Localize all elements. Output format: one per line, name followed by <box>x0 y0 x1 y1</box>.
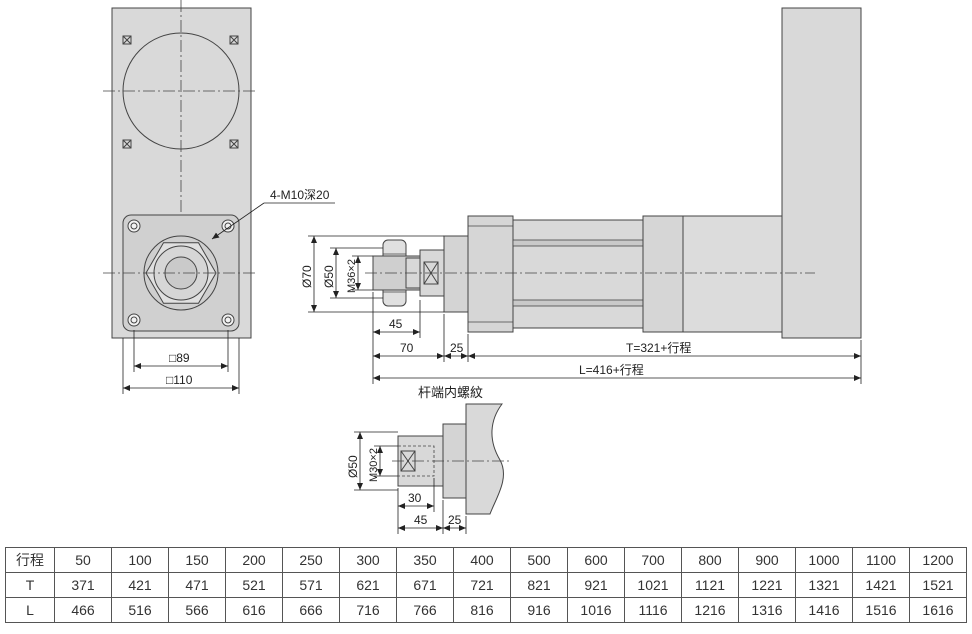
table-cell: 200 <box>225 547 283 573</box>
table-cell: 700 <box>624 547 682 573</box>
table-cell: 1416 <box>795 597 853 623</box>
table-cell: 766 <box>396 597 454 623</box>
table-cell: 1221 <box>738 572 796 598</box>
table-cell: 421 <box>111 572 169 598</box>
dim-m30-detail <box>374 445 398 477</box>
dim-square-110 <box>122 338 240 394</box>
table-cell: 516 <box>111 597 169 623</box>
dim-dia50-label: Ø50 <box>322 265 336 288</box>
dim-45-top-label: 45 <box>389 317 403 331</box>
cylinder-tube <box>512 219 644 329</box>
dim-dia-70 <box>308 235 444 313</box>
table-cell: 621 <box>339 572 397 598</box>
table-cell: 400 <box>453 547 511 573</box>
dim-m30-label: M30×2 <box>368 448 380 482</box>
table-cell: 500 <box>510 547 568 573</box>
table-cell: 100 <box>111 547 169 573</box>
front-view: 4-M10深20 □89 □110 <box>103 0 335 394</box>
table-cell: 716 <box>339 597 397 623</box>
table-cell: 821 <box>510 572 568 598</box>
cross-marks <box>122 35 239 149</box>
table-cell: 1100 <box>852 547 910 573</box>
table-cell: 1321 <box>795 572 853 598</box>
table-cell: 571 <box>282 572 340 598</box>
table-cell: 1216 <box>681 597 739 623</box>
table-cell: 466 <box>54 597 112 623</box>
dim-m36-label: M36×2 <box>346 259 358 293</box>
table-cell: 616 <box>225 597 283 623</box>
side-view: Ø70 Ø50 M36×2 45 70 25 T=3 <box>300 7 862 384</box>
dim-dia70-label: Ø70 <box>300 265 314 288</box>
table-cell: 800 <box>681 547 739 573</box>
dim-square-89 <box>133 330 229 372</box>
table-cell: 371 <box>54 572 112 598</box>
technical-drawing: 4-M10深20 □89 □110 <box>103 0 862 534</box>
table-cell: 1116 <box>624 597 682 623</box>
dim-L-label: L=416+行程 <box>579 362 644 377</box>
table-cell: 1421 <box>852 572 910 598</box>
bolt-holes <box>127 219 235 327</box>
table-cell: 666 <box>282 597 340 623</box>
dim-dia50-detail-label: Ø50 <box>346 455 360 478</box>
cylinder-rear-block <box>642 215 684 333</box>
dim-T-label: T=321+行程 <box>626 340 691 355</box>
dim-45-detail <box>398 500 467 534</box>
dim-25-top-label: 25 <box>450 341 464 355</box>
table-cell: 1000 <box>795 547 853 573</box>
table-cell: 900 <box>738 547 796 573</box>
table-cell: 921 <box>567 572 625 598</box>
dim-dia50-detail <box>354 431 398 491</box>
cylinder-front-flange <box>467 215 514 333</box>
dim-T <box>468 340 862 384</box>
table-cell: 566 <box>168 597 226 623</box>
dim-110-label: □110 <box>166 373 193 387</box>
dim-30-label: 30 <box>408 491 422 505</box>
row-header: 行程 <box>5 547 55 573</box>
dim-70-label: 70 <box>400 341 414 355</box>
table-cell: 671 <box>396 572 454 598</box>
dim-45-top <box>372 292 421 338</box>
detail-body <box>465 403 504 515</box>
table-cell: 1521 <box>909 572 967 598</box>
table-cell: 150 <box>168 547 226 573</box>
motor-body <box>781 7 862 339</box>
table-cell: 350 <box>396 547 454 573</box>
detail-title: 杆端内螺紋 <box>418 385 483 400</box>
table-cell: 1516 <box>852 597 910 623</box>
dim-thread-m36 <box>352 255 373 291</box>
hole-spec-label: 4-M10深20 <box>270 188 330 202</box>
rod-end-detail: 杆端内螺紋 Ø50 M30×2 30 45 25 <box>346 385 512 534</box>
dim-45-detail-label: 45 <box>414 513 428 527</box>
table-cell: 916 <box>510 597 568 623</box>
dim-25-detail-label: 25 <box>448 513 462 527</box>
drive-housing <box>682 215 783 333</box>
table-cell: 1121 <box>681 572 739 598</box>
row-header: L <box>5 597 55 623</box>
table-cell: 521 <box>225 572 283 598</box>
table-cell: 1016 <box>567 597 625 623</box>
table-cell: 721 <box>453 572 511 598</box>
dim-89-label: □89 <box>169 351 190 365</box>
table-cell: 1021 <box>624 572 682 598</box>
table-cell: 300 <box>339 547 397 573</box>
dim-dia-50 <box>330 247 383 299</box>
row-header: T <box>5 572 55 598</box>
table-cell: 50 <box>54 547 112 573</box>
rod-bushing <box>443 235 469 313</box>
table-cell: 1616 <box>909 597 967 623</box>
table-cell: 471 <box>168 572 226 598</box>
table-cell: 1200 <box>909 547 967 573</box>
table-cell: 1316 <box>738 597 796 623</box>
table-cell: 600 <box>567 547 625 573</box>
table-cell: 250 <box>282 547 340 573</box>
table-cell: 816 <box>453 597 511 623</box>
